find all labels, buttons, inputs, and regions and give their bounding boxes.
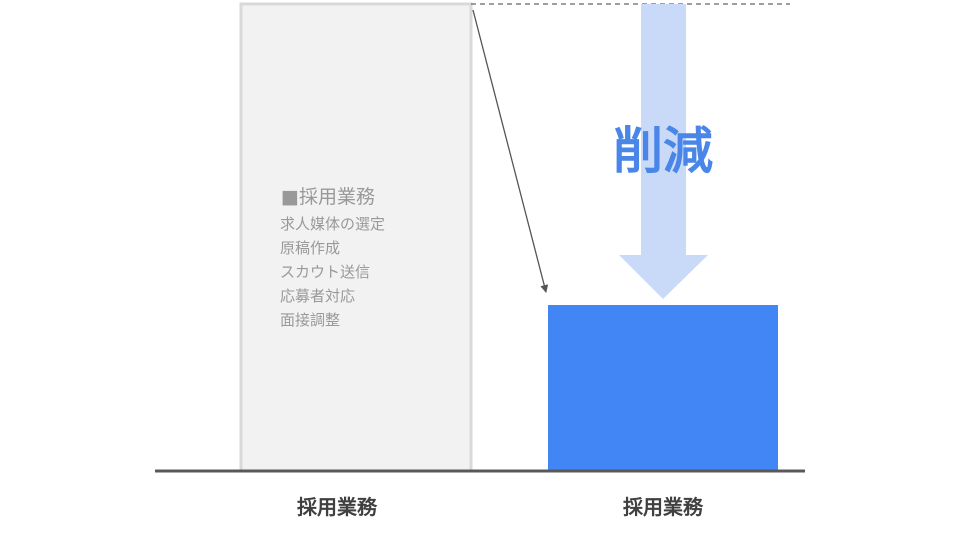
before-bar [239, 2, 473, 473]
reduction-label: 削減 [613, 122, 713, 180]
before-heading: ■採用業務 [281, 186, 375, 208]
task-item: 求人媒体の選定 [280, 215, 385, 233]
down-arrow-icon [619, 4, 708, 299]
task-item: スカウト送信 [280, 263, 370, 281]
task-item: 面接調整 [280, 311, 340, 329]
before-label: 採用業務 [297, 495, 378, 519]
connector-arrow-icon [472, 9, 549, 293]
task-item: 原稿作成 [280, 239, 340, 257]
after-label: 採用業務 [623, 495, 704, 519]
task-item: 応募者対応 [280, 287, 355, 305]
after-bar [548, 305, 778, 471]
